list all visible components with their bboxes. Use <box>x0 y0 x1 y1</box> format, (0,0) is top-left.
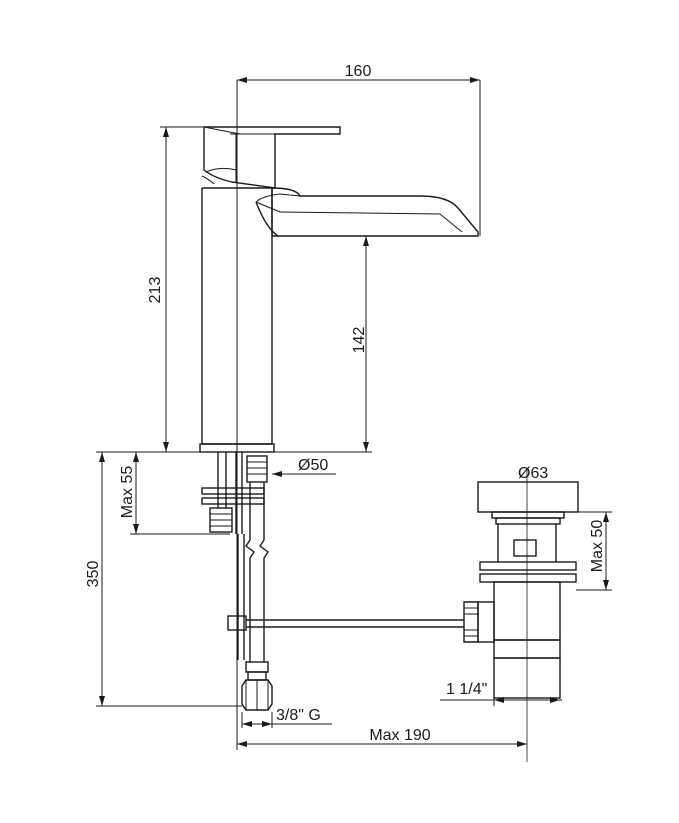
base-diameter-label: Ø50 <box>298 457 328 474</box>
dimension-spout-height: 142 <box>274 236 372 453</box>
waste-rod-reach-label: Max 190 <box>369 727 430 744</box>
mounting-shank <box>201 452 265 534</box>
dimension-deck-thickness: Max 55 <box>119 451 230 535</box>
dimension-overall-height: 213 <box>147 126 204 453</box>
dimension-hose-length: 350 <box>85 451 242 707</box>
overall-height-label: 213 <box>147 277 164 304</box>
pop-up-rod <box>227 534 464 660</box>
deck-thickness-label: Max 55 <box>119 466 136 519</box>
hose-thread-label: 3/8" G <box>276 707 321 724</box>
spout-reach-label: 160 <box>345 63 372 80</box>
supply-hose <box>241 455 273 711</box>
faucet-spout <box>255 187 479 237</box>
hose-length-label: 350 <box>85 561 102 588</box>
dimension-waste-deck: Max 50 <box>576 511 612 591</box>
spout-height-label: 142 <box>351 327 368 354</box>
waste-diameter-label: Ø63 <box>518 465 548 482</box>
waste-drain <box>463 470 579 762</box>
dimension-hose-thread: 3/8" G <box>241 707 332 728</box>
faucet-handle <box>201 126 341 189</box>
dimension-waste-thread: 1 1/4" <box>440 681 562 706</box>
dimension-spout-reach: 160 <box>236 63 481 460</box>
dimension-waste-diameter: Ø63 <box>512 465 556 483</box>
dimension-waste-rod-reach: Max 190 <box>236 460 527 750</box>
waste-deck-label: Max 50 <box>589 520 606 573</box>
dimension-base-diameter: Ø50 <box>272 457 336 477</box>
waste-thread-label: 1 1/4" <box>446 681 487 698</box>
